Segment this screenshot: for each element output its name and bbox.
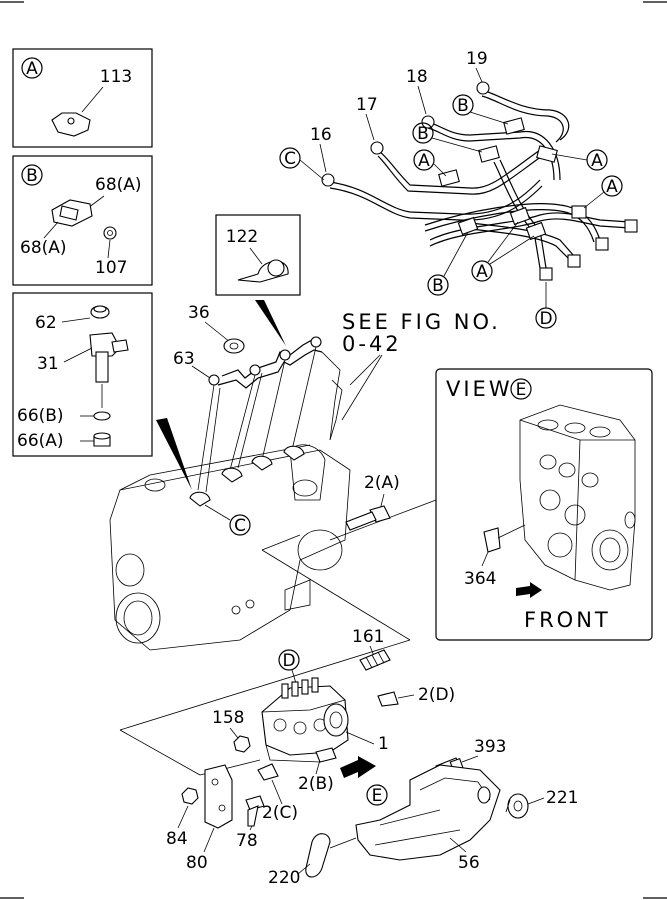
see-fig-note: SEE FIG NO. 0-42 [341, 310, 501, 421]
part-2c-label: 2(C) [262, 803, 298, 823]
engine-ref-c: C [234, 516, 246, 536]
pipe-ref-b-mid: B [417, 124, 429, 144]
engine-block: 36 63 C [109, 303, 351, 651]
part-16-label: 16 [310, 125, 332, 145]
part-84-label: 84 [166, 829, 188, 849]
part-2d-label: 2(D) [418, 685, 455, 705]
part-1-label: 1 [378, 734, 389, 754]
part-17-label: 17 [356, 95, 378, 115]
inset-b-letter: B [26, 166, 38, 186]
part-364-label: 364 [464, 569, 496, 589]
view-e-title: VIEW [446, 377, 513, 401]
pipe-ref-a-bottom: A [476, 262, 488, 282]
inset-clamp: 122 [215, 214, 301, 296]
view-e-letter: E [516, 380, 527, 400]
view-e-front-label: FRONT [524, 608, 611, 632]
part-220-label: 220 [268, 868, 300, 888]
part-56-label: 56 [458, 853, 480, 873]
part-19-label: 19 [466, 49, 488, 69]
pipe-ref-a-left: A [418, 151, 430, 171]
part-158-label: 158 [212, 708, 244, 728]
pipe-ref-a-right2: A [606, 177, 618, 197]
pipe-ref-d: D [539, 309, 552, 329]
part-161-label: 161 [352, 627, 384, 647]
part-68a-left-label: 68(A) [20, 238, 67, 258]
part-122-label: 122 [226, 227, 258, 247]
part-2a-label: 2(A) [364, 473, 400, 493]
part-78-label: 78 [236, 831, 258, 851]
injector-pointer [156, 418, 192, 490]
part-36-label: 36 [188, 303, 210, 323]
part-66a-label: 66(A) [17, 431, 64, 451]
part-31-label: 31 [37, 354, 59, 374]
part-62-label: 62 [35, 313, 57, 333]
pump-ref-e: E [372, 786, 383, 806]
part-113-label: 113 [100, 67, 132, 87]
part-66b-label: 66(B) [17, 406, 64, 426]
inset-injector: 62 31 66(B) 66(A) [12, 292, 153, 457]
part-393-label: 393 [474, 737, 506, 757]
pump-ref-d: D [282, 651, 295, 671]
part-18-label: 18 [406, 67, 428, 87]
injection-pipes: 16 17 18 19 C B B A A A B A D [279, 49, 638, 329]
inset-b: B 68(A) 68(A) 107 [12, 155, 153, 286]
view-e-inset: VIEW E 364 FRONT [435, 368, 653, 641]
part-2b-label: 2(B) [298, 774, 334, 794]
pipe-ref-c: C [284, 149, 296, 169]
inset-a: A 113 [12, 48, 153, 148]
part-221-label: 221 [546, 788, 578, 808]
inset-a-letter: A [26, 59, 38, 79]
pipe-ref-b-bottom: B [432, 276, 444, 296]
part-107-label: 107 [95, 258, 127, 278]
see-fig-line2: 0-42 [342, 332, 402, 356]
pump-area: 2(A) 161 2(D) D 158 1 2(B) [119, 473, 578, 888]
clamp-pointer [255, 300, 286, 346]
part-80-label: 80 [186, 853, 208, 873]
see-fig-line1: SEE FIG NO. [342, 310, 501, 334]
pipe-ref-a-right1: A [591, 151, 603, 171]
part-68a-upper-label: 68(A) [95, 175, 142, 195]
pipe-ref-b-top: B [457, 96, 469, 116]
part-63-label: 63 [173, 349, 195, 369]
